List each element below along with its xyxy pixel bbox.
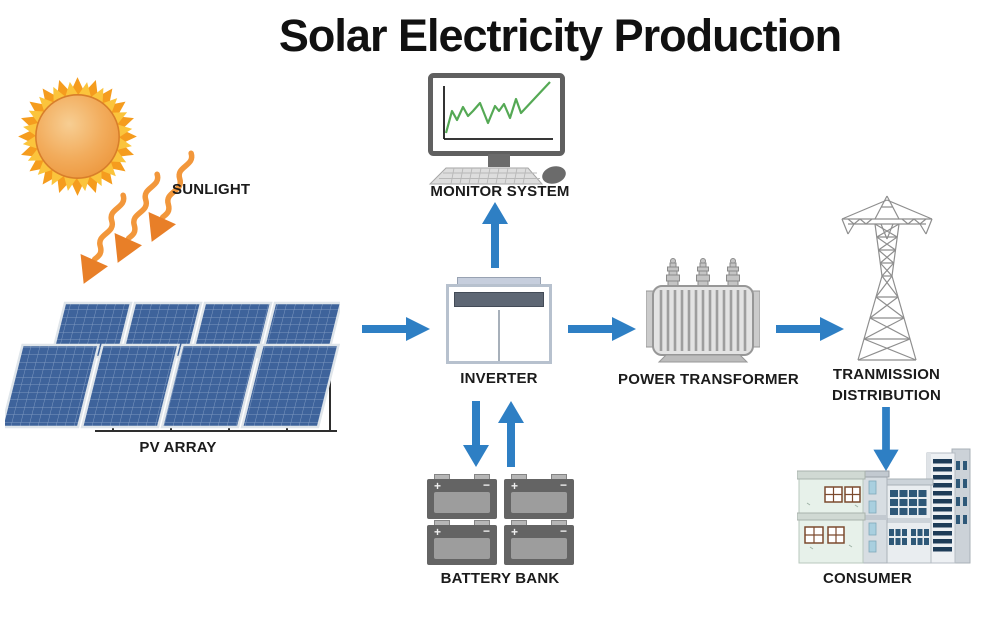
inverter-icon <box>446 277 552 364</box>
sunlight-label: SUNLIGHT <box>172 181 251 198</box>
battery-terminal <box>434 474 450 479</box>
battery-terminal <box>474 520 490 525</box>
page-title: Solar Electricity Production <box>278 10 842 61</box>
minus-sign: − <box>559 478 567 492</box>
consumer-buildings-icon <box>797 448 971 564</box>
minus-sign: − <box>482 478 490 492</box>
sunlight-ray-icon <box>80 192 127 284</box>
battery-terminal <box>474 474 490 479</box>
battery-terminal <box>434 520 450 525</box>
transmission-label-line2: DISTRIBUTION <box>831 387 942 404</box>
transmission-tower-icon <box>841 195 933 361</box>
consumer-label: CONSUMER <box>822 570 913 587</box>
sunlight-ray-icon <box>114 171 161 263</box>
monitor-label: MONITOR SYSTEM <box>430 183 570 200</box>
arrow-inverter-to-monitor <box>482 202 508 268</box>
plus-sign: + <box>434 479 442 493</box>
arrow-inverter-to-battery-down <box>463 401 489 467</box>
arrow-battery-to-inverter-up <box>498 401 524 467</box>
minus-sign: − <box>559 524 567 538</box>
plus-sign: + <box>511 525 519 539</box>
plus-sign: + <box>434 525 442 539</box>
transmission-label-line1: TRANMISSION <box>832 366 941 383</box>
battery-terminal <box>511 474 527 479</box>
battery-terminal <box>551 474 567 479</box>
sunlight-ray-icon <box>148 150 195 242</box>
sun-icon <box>18 77 137 196</box>
battery-cell: + − <box>504 520 574 565</box>
battery-panel <box>511 492 567 513</box>
battery-cell: + − <box>504 474 574 519</box>
plus-sign: + <box>511 479 519 493</box>
arrow-pv-to-inverter <box>362 317 430 341</box>
battery-bank: + − + − + − + − <box>427 474 574 565</box>
battery-panel <box>434 538 490 559</box>
battery-terminal <box>551 520 567 525</box>
inverter-label: INVERTER <box>460 370 538 387</box>
arrow-transformer-to-transmission <box>776 317 844 341</box>
battery-cell: + − <box>427 520 497 565</box>
battery-label: BATTERY BANK <box>440 570 560 587</box>
inverter-door-divider <box>498 310 500 361</box>
monitor-icon <box>428 73 566 185</box>
battery-panel <box>434 492 490 513</box>
inverter-body <box>446 284 552 364</box>
battery-panel <box>511 538 567 559</box>
minus-sign: − <box>482 524 490 538</box>
battery-terminal <box>511 520 527 525</box>
transformer-label: POWER TRANSFORMER <box>618 371 799 388</box>
pv-array-label: PV ARRAY <box>139 439 217 456</box>
inverter-display-bar <box>454 292 544 307</box>
arrow-transmission-to-consumer <box>873 407 899 471</box>
arrow-inverter-to-transformer <box>568 317 636 341</box>
pv-array-icon <box>5 301 340 432</box>
transformer-icon <box>646 258 760 363</box>
battery-cell: + − <box>427 474 497 519</box>
